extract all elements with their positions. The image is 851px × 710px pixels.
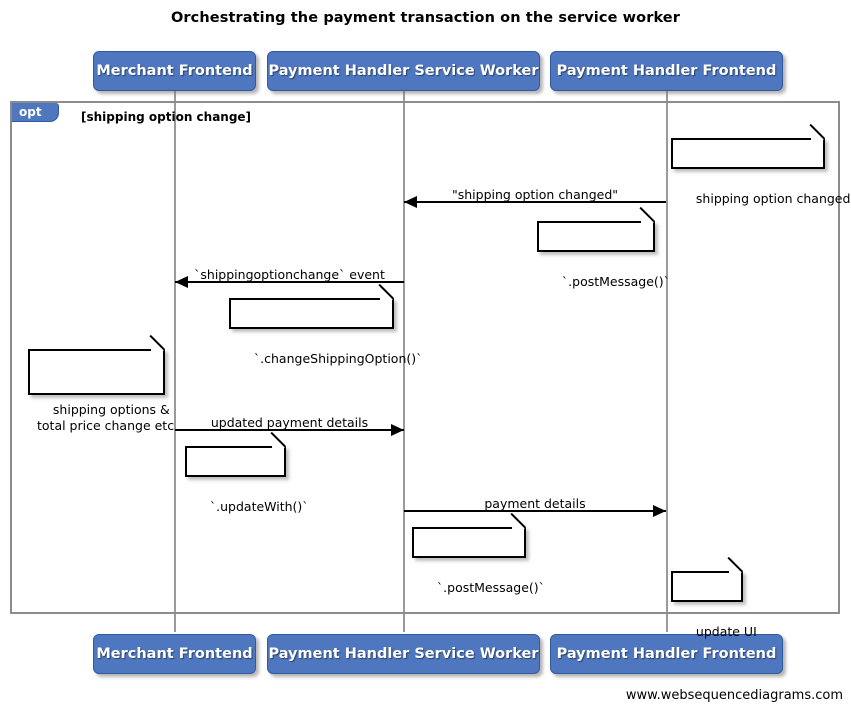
arrowhead-left-icon bbox=[404, 196, 417, 208]
arrowhead-right-icon bbox=[391, 424, 404, 436]
participant-payment-handler-service-worker-bottom[interactable]: Payment Handler Service Worker bbox=[267, 634, 540, 674]
note-update-ui: update UI bbox=[671, 556, 757, 639]
participant-label: Payment Handler Frontend bbox=[556, 63, 777, 79]
participant-merchant-frontend-bottom[interactable]: Merchant Frontend bbox=[93, 634, 256, 674]
note-text: shipping options & total price change et… bbox=[37, 401, 175, 433]
participant-label: Payment Handler Frontend bbox=[556, 646, 777, 662]
note-fold-icon bbox=[641, 221, 655, 235]
page-title: Orchestrating the payment transaction on… bbox=[171, 10, 680, 26]
note-text: update UI bbox=[695, 623, 757, 639]
participant-label: Merchant Frontend bbox=[96, 646, 253, 662]
message-line-shipping-option-changed bbox=[404, 201, 666, 203]
message-label-shippingoptionchange-event: `shippingoptionchange` event bbox=[194, 267, 385, 282]
message-label-updated-payment-details: updated payment details bbox=[210, 415, 369, 430]
message-line-shippingoptionchange-event bbox=[175, 281, 404, 283]
participant-payment-handler-service-worker-top[interactable]: Payment Handler Service Worker bbox=[267, 51, 540, 91]
lifeline-payment-handler-frontend bbox=[666, 90, 668, 632]
message-line-payment-details bbox=[404, 510, 666, 512]
opt-fragment-tag: opt bbox=[12, 103, 59, 122]
lifeline-payment-handler-service-worker bbox=[403, 90, 405, 632]
lifeline-merchant-frontend bbox=[174, 90, 176, 632]
participant-label: Merchant Frontend bbox=[96, 63, 253, 79]
opt-fragment-tag-label: opt bbox=[19, 105, 42, 119]
participant-label: Payment Handler Service Worker bbox=[268, 646, 539, 662]
note-fold-icon bbox=[272, 446, 286, 460]
note-update-with: `.updateWith()` bbox=[185, 431, 309, 514]
note-text: `.postMessage()` bbox=[436, 579, 545, 595]
participant-payment-handler-frontend-bottom[interactable]: Payment Handler Frontend bbox=[550, 634, 783, 674]
note-fold-icon bbox=[151, 349, 165, 363]
note-text: `.updateWith()` bbox=[209, 498, 309, 514]
note-text: `.changeShippingOption()` bbox=[253, 350, 423, 366]
message-line-updated-payment-details bbox=[175, 429, 404, 431]
note-shipping-options-total-price: shipping options & total price change et… bbox=[28, 334, 174, 433]
note-fold-icon bbox=[512, 527, 526, 541]
note-post-message-2: `.postMessage()` bbox=[412, 512, 545, 595]
note-post-message-1: `.postMessage()` bbox=[537, 206, 670, 289]
note-text: `.postMessage()` bbox=[561, 273, 670, 289]
participant-payment-handler-frontend-top[interactable]: Payment Handler Frontend bbox=[550, 51, 783, 91]
opt-fragment-frame bbox=[10, 101, 840, 614]
message-label-payment-details: payment details bbox=[484, 496, 586, 511]
opt-fragment-guard: [shipping option change] bbox=[81, 110, 252, 124]
arrowhead-left-icon bbox=[175, 276, 188, 288]
note-fold-icon bbox=[380, 298, 394, 312]
note-shipping-option-changed: shipping option changed bbox=[671, 123, 850, 206]
participant-merchant-frontend-top[interactable]: Merchant Frontend bbox=[93, 51, 256, 91]
note-fold-icon bbox=[729, 571, 743, 585]
participant-label: Payment Handler Service Worker bbox=[268, 63, 539, 79]
message-label-shipping-option-changed: "shipping option changed" bbox=[451, 187, 618, 202]
arrowhead-right-icon bbox=[653, 505, 666, 517]
note-text: shipping option changed bbox=[695, 190, 851, 206]
note-fold-icon bbox=[811, 138, 825, 152]
note-change-shipping-option: `.changeShippingOption()` bbox=[229, 283, 422, 366]
watermark: www.websequencediagrams.com bbox=[625, 688, 843, 703]
